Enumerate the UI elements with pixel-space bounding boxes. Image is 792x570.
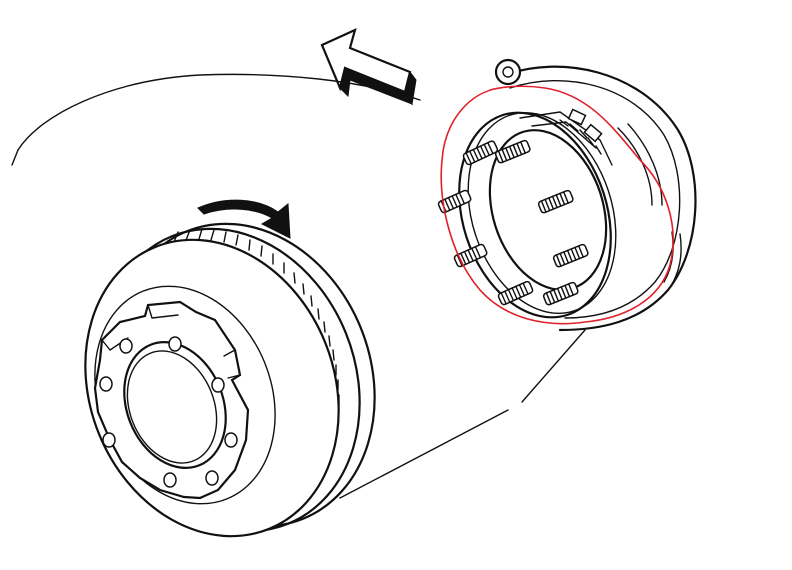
mounting-ear [494,58,522,86]
wheel-hub [437,108,617,319]
highlight-circle-icon [440,85,674,325]
wheel-stud [552,243,589,268]
abs-tone-ring [559,108,603,155]
wheel-stud [453,243,488,268]
backing-plate [494,58,697,332]
axis-guide-lines [11,73,586,499]
brake-rotor [84,222,376,538]
rotor-lug-holes [99,336,238,488]
wheel-stud [494,139,531,164]
arrow-left-icon [320,28,417,106]
wheel-stud [462,140,499,166]
wheel-studs [437,139,589,306]
wheel-stud [537,189,574,214]
rotation-arrow-icon [197,199,291,239]
wheel-stud [542,281,579,306]
wheel-stud [497,280,534,306]
